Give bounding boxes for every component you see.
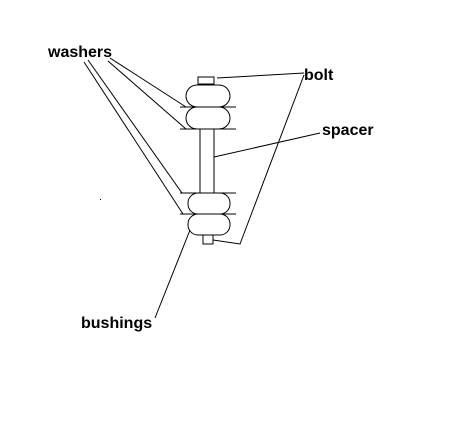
stray-dot xyxy=(100,199,101,200)
washers-leader-3 xyxy=(87,59,183,194)
bushings-leader xyxy=(154,229,191,319)
spacer-label: spacer xyxy=(322,122,374,139)
bolt-end xyxy=(202,234,214,245)
washers-leader-2 xyxy=(107,60,187,130)
bolt-head xyxy=(197,76,215,85)
bolt-label: bolt xyxy=(304,67,334,84)
washers-leader-4 xyxy=(83,61,184,215)
upper-bushing-stack xyxy=(180,84,236,130)
spacer xyxy=(199,128,215,194)
washers-leader-1 xyxy=(109,57,187,108)
bolt-leader-top xyxy=(216,72,305,79)
upper-bushing-top xyxy=(185,84,231,108)
lower-bushing-top xyxy=(187,192,231,215)
lower-bushing-stack xyxy=(180,192,236,236)
lower-bushing-bottom xyxy=(187,213,231,236)
washers-label: washers xyxy=(47,44,112,61)
upper-bushing-bottom xyxy=(185,106,231,130)
bushings-label: bushings xyxy=(81,315,152,332)
spacer-leader xyxy=(213,132,321,158)
bolt-leader-bottom xyxy=(212,74,305,245)
leader-lines xyxy=(83,57,321,319)
